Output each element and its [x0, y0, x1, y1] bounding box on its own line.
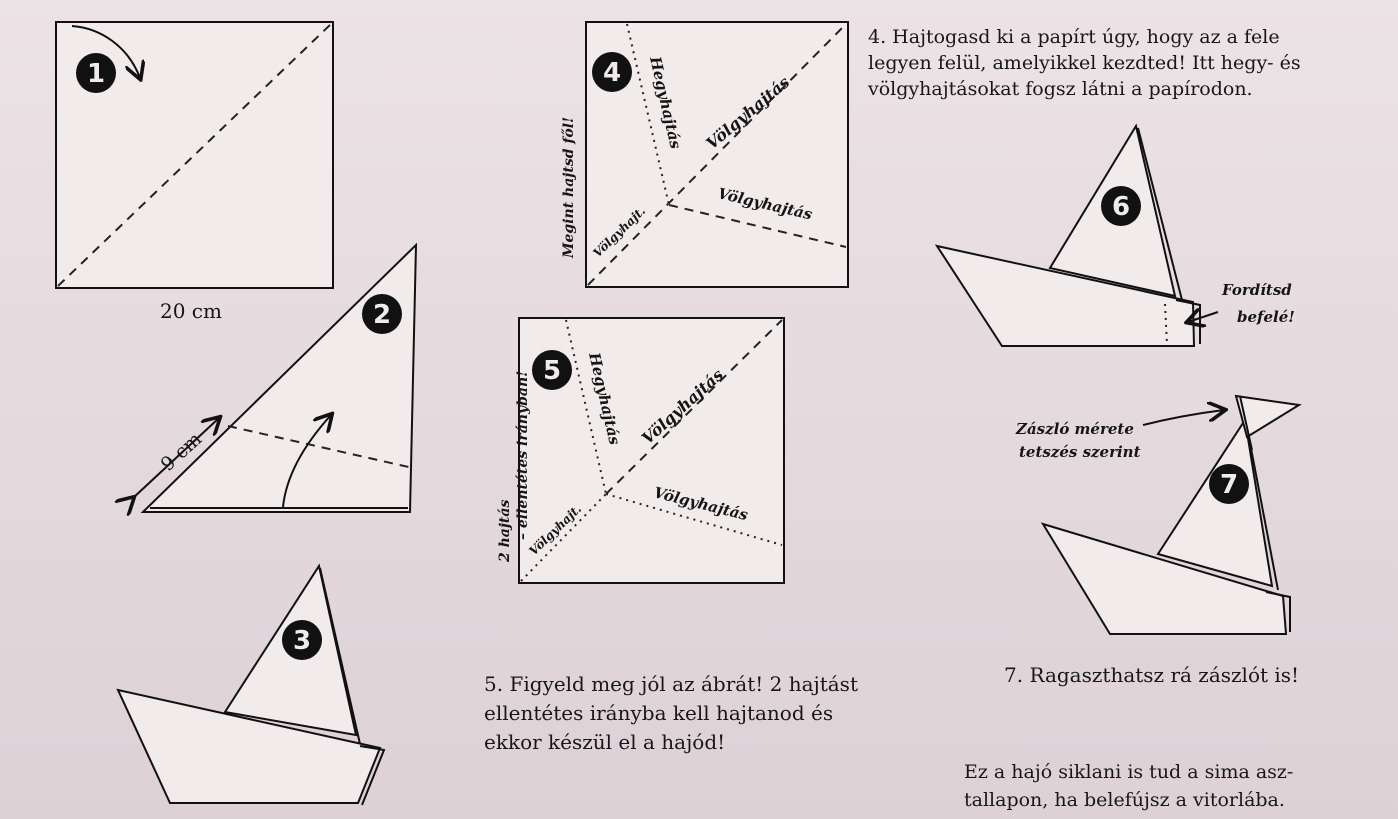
- side-label-2: – ellentétes irányban!: [515, 371, 531, 540]
- sail-edge: [319, 567, 361, 745]
- boat-hull: [1040, 522, 1288, 635]
- fold-up-arrow-icon: [282, 415, 331, 508]
- flag: [1234, 394, 1302, 439]
- flag-note-2: tetszés szerint: [1019, 443, 1141, 461]
- step-5-figure: 5 2 hajtás – ellentétes irányban! Hegyha…: [497, 317, 785, 584]
- step5-line-2: ellentétes irányba kell hajtanod és: [484, 701, 834, 725]
- intro-paragraph: 4. Hajtogasd ki a papírt úgy, hogy az a …: [868, 24, 1388, 102]
- step-badge: [592, 52, 632, 92]
- step-number: 7: [1220, 470, 1238, 500]
- side-label-1: 2 hajtás: [497, 500, 513, 563]
- boat-hull: [934, 244, 1196, 347]
- step-7-caption: 7. Ragaszthatsz rá zászlót is!: [1004, 662, 1384, 688]
- sail-edge: [1137, 127, 1183, 301]
- fold-in-note-1: Fordítsd: [1221, 281, 1292, 299]
- step-badge: [76, 53, 116, 93]
- hull-layer: [1265, 591, 1291, 632]
- step-badge: [532, 350, 572, 390]
- step-number: 5: [543, 356, 561, 386]
- valley-fold: [668, 204, 847, 248]
- step-number: 4: [603, 58, 621, 88]
- flag-pole: [1239, 395, 1253, 451]
- step-badge: [282, 620, 322, 660]
- step-badge: [362, 294, 402, 334]
- step-7-figure: 7 Zászló mérete tetszés szerint: [1015, 394, 1302, 635]
- step-1-figure: 1 20 cm: [55, 21, 334, 323]
- final-paragraph: Ez a hajó siklani is tud a sima asz- tal…: [964, 758, 1389, 814]
- fold-in-arrow-icon: [1188, 312, 1219, 322]
- mountain-fold: [565, 319, 607, 495]
- measure-arrow-icon: [133, 418, 219, 498]
- step-number: 2: [373, 300, 391, 330]
- step-badge: [1101, 186, 1141, 226]
- hull-layer: [1175, 299, 1201, 344]
- fold-in-note-2: befelé!: [1237, 308, 1295, 326]
- step-number: 6: [1112, 192, 1130, 222]
- flag-pointer-icon: [1142, 410, 1224, 426]
- step-6-figure: 6 Fordítsd befelé!: [934, 123, 1295, 347]
- step5-line-3: ekkor készül el a hajód!: [484, 730, 726, 754]
- second-fold: [605, 493, 783, 546]
- step7-text: 7. Ragaszthatsz rá zászlót is!: [1004, 663, 1300, 687]
- step-number: 3: [293, 626, 311, 656]
- step-3-figure: 3: [116, 563, 386, 806]
- diagonal-valley-fold: [587, 23, 847, 286]
- mountain-fold: [626, 23, 670, 206]
- intro-line-3: völgyhajtásokat fogsz látni a papírodon.: [868, 78, 1253, 100]
- boat-hull: [116, 688, 382, 804]
- hull-layer: [359, 745, 386, 806]
- step-5-paragraph: 5. Figyeld meg jól az ábrát! 2 hajtást e…: [484, 670, 904, 757]
- flag-note-1: Zászló mérete: [1015, 420, 1134, 438]
- size-label: 20 cm: [160, 299, 222, 323]
- step5-line-1: 5. Figyeld meg jól az ábrát! 2 hajtást: [484, 672, 858, 696]
- fold-arrow-icon: [71, 25, 140, 78]
- step-4-figure: 4 Megint hajtsd fől! Hegyhajtás Völgyhaj…: [561, 21, 849, 288]
- side-label: Megint hajtsd fől!: [561, 117, 577, 259]
- step-2-figure: 9 cm 2: [133, 242, 418, 512]
- final-line-1: Ez a hajó siklani is tud a sima asz-: [964, 761, 1294, 783]
- final-line-2: tallapon, ha belefújsz a vitorlába.: [964, 789, 1285, 811]
- step-badge: [1209, 464, 1249, 504]
- sail: [1156, 417, 1274, 588]
- intro-line-2: legyen felül, amelyikkel kezdted! Itt he…: [868, 52, 1301, 74]
- intro-line-1: 4. Hajtogasd ki a papírt úgy, hogy az a …: [868, 26, 1280, 48]
- step-number: 1: [87, 59, 105, 89]
